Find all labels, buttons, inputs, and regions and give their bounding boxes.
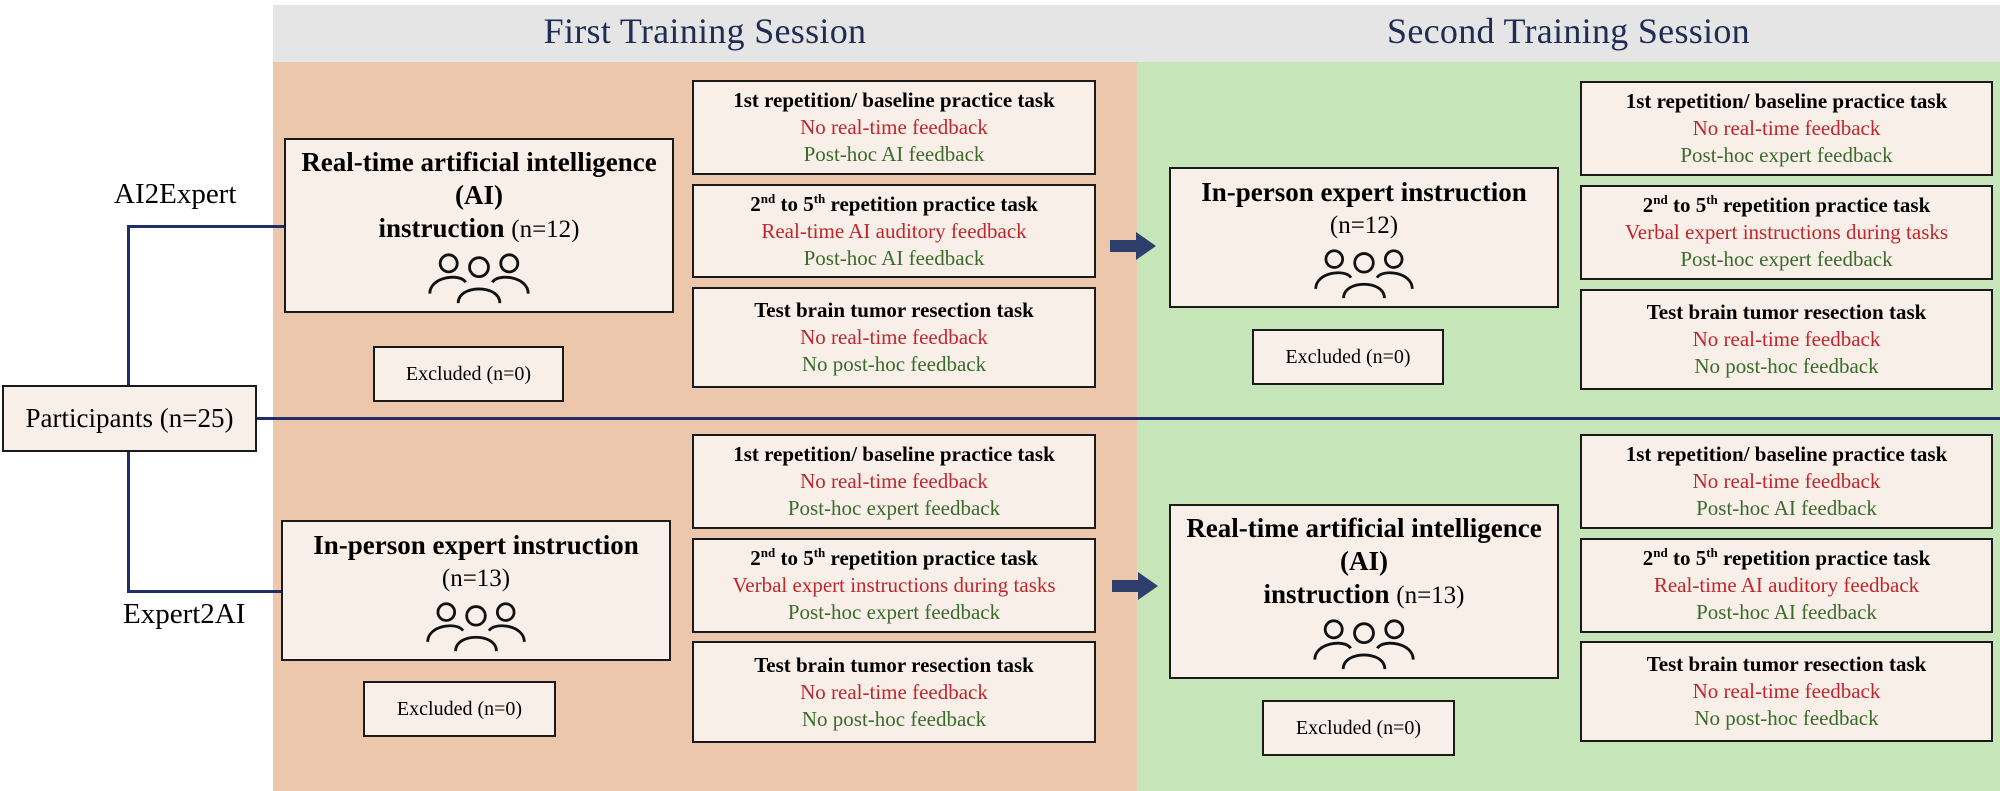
task-box-repetition: 2nd to 5th repetition practice task Real… [1580,538,1993,633]
feedback-realtime: No real-time feedback [800,115,988,139]
excluded-label: Excluded (n=0) [405,362,532,385]
feedback-posthoc: No post-hoc feedback [801,706,987,731]
people-group-icon [428,253,530,304]
task-box-baseline: 1st repetition/ baseline practice task N… [692,434,1096,529]
task-title: 1st repetition/ baseline practice task [1625,442,1948,466]
feedback-posthoc: No post-hoc feedback [1694,354,1879,378]
task-box-test: Test brain tumor resection task No real-… [692,641,1096,743]
excluded-box: Excluded (n=0) [1262,700,1455,756]
excluded-box: Excluded (n=0) [1252,329,1444,385]
feedback-posthoc: Post-hoc expert feedback [1680,143,1893,167]
excluded-box: Excluded (n=0) [373,346,564,402]
task-box-repetition: 2nd to 5th repetition practice task Verb… [1580,185,1993,280]
feedback-realtime: No real-time feedback [1692,679,1881,703]
task-title: Test brain tumor resection task [754,298,1034,322]
task-box-repetition: 2nd to 5th repetition practice task Verb… [692,538,1096,633]
arrow-right-icon [1110,232,1156,260]
feedback-realtime: No real-time feedback [1692,116,1881,140]
task-title: 1st repetition/ baseline practice task [1625,89,1948,113]
feedback-posthoc: Post-hoc AI feedback [803,245,985,270]
group-divider-line [257,417,2000,420]
task-title: 2nd to 5th repetition practice task [1642,545,1931,570]
instruction-title: In-person expert instruction [1201,176,1527,207]
feedback-posthoc: Post-hoc AI feedback [803,142,985,166]
instruction-line: instruction (n=13) [1263,579,1465,609]
connector-vertical-top [127,225,130,385]
instruction-title: Real-time artificial intelligence [301,147,657,177]
people-group-icon [426,601,526,651]
task-title: 2nd to 5th repetition practice task [750,545,1038,570]
task-box-baseline: 1st repetition/ baseline practice task N… [692,80,1096,175]
group-label-ai2expert: AI2Expert [114,178,237,210]
feedback-realtime: Real-time AI auditory feedback [761,218,1027,243]
instruction-title: In-person expert instruction [313,529,639,560]
feedback-posthoc: No post-hoc feedback [801,352,987,376]
task-title: Test brain tumor resection task [1646,300,1927,324]
feedback-realtime: Real-time AI auditory feedback [1653,573,1920,597]
feedback-posthoc: Post-hoc AI feedback [1696,600,1877,624]
instruction-count: (n=12) [1329,211,1399,239]
task-title: 2nd to 5th repetition practice task [1642,192,1931,217]
excluded-label: Excluded (n=0) [1295,716,1422,739]
feedback-posthoc: Post-hoc expert feedback [787,600,1001,624]
task-box-baseline: 1st repetition/ baseline practice task N… [1580,434,1993,529]
feedback-realtime: No real-time feedback [800,325,988,349]
instruction-line: instruction (n=12) [378,213,580,243]
instruction-title: (AI) [1340,546,1388,576]
first-session-title: First Training Session [543,11,867,51]
people-group-icon [1313,619,1415,670]
feedback-posthoc: Post-hoc expert feedback [787,496,1001,520]
header-bar [273,5,2000,62]
feedback-posthoc: No post-hoc feedback [1694,706,1879,730]
connector-horizontal-top [127,225,285,228]
excluded-label: Excluded (n=0) [396,697,523,720]
instruction-box-ai-top: Real-time artificial intelligence (AI) i… [284,138,674,313]
feedback-realtime: No real-time feedback [800,469,988,493]
connector-horizontal-bottom [127,590,283,593]
task-box-baseline: 1st repetition/ baseline practice task N… [1580,81,1993,176]
task-box-test: Test brain tumor resection task No real-… [1580,641,1993,742]
feedback-realtime: No real-time feedback [800,679,988,704]
instruction-box-expert-bottom: In-person expert instruction (n=13) [281,520,671,661]
excluded-box: Excluded (n=0) [363,681,556,737]
participants-box: Participants (n=25) [2,385,257,452]
excluded-label: Excluded (n=0) [1285,345,1411,368]
participants-label: Participants (n=25) [25,403,234,433]
task-title: Test brain tumor resection task [754,652,1034,677]
feedback-posthoc: Post-hoc AI feedback [1696,496,1877,520]
arrow-right-icon [1112,572,1158,600]
people-group-icon [1314,248,1414,298]
instruction-box-expert-top: In-person expert instruction (n=12) [1169,167,1559,308]
task-box-test: Test brain tumor resection task No real-… [1580,289,1993,390]
task-box-test: Test brain tumor resection task No real-… [692,287,1096,388]
feedback-realtime: No real-time feedback [1692,469,1881,493]
second-session-title: Second Training Session [1387,11,1750,51]
task-title: 2nd to 5th repetition practice task [750,190,1038,216]
instruction-count: (n=13) [441,564,511,592]
instruction-title: Real-time artificial intelligence [1186,513,1542,543]
instruction-box-ai-bottom: Real-time artificial intelligence (AI) i… [1169,504,1559,679]
task-title: 1st repetition/ baseline practice task [733,442,1055,466]
feedback-realtime: No real-time feedback [1692,327,1881,351]
feedback-realtime: Verbal expert instructions during tasks [1624,220,1949,244]
task-box-repetition: 2nd to 5th repetition practice task Real… [692,184,1096,278]
connector-vertical-bottom [127,452,130,592]
instruction-title: (AI) [455,180,503,210]
group-label-expert2ai: Expert2AI [123,598,246,630]
task-title: Test brain tumor resection task [1646,652,1927,676]
task-title: 1st repetition/ baseline practice task [733,88,1055,112]
feedback-realtime: Verbal expert instructions during tasks [732,573,1056,597]
feedback-posthoc: Post-hoc expert feedback [1680,247,1893,271]
